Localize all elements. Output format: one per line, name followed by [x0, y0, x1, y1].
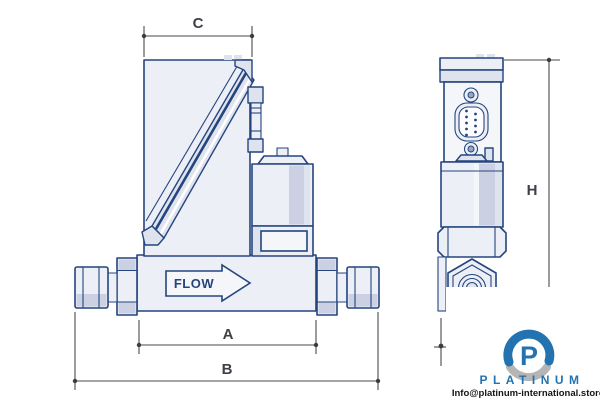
- platinum-logo-icon: P: [503, 329, 555, 382]
- housing-diagonal-cover: [141, 59, 255, 246]
- logo-letter: P: [520, 341, 538, 371]
- inlet-fitting: [74, 257, 138, 316]
- solenoid-valve: [251, 147, 314, 257]
- dim-c-label: C: [193, 15, 204, 32]
- aux-extension-line: [434, 318, 448, 366]
- top-cap: [439, 54, 504, 83]
- front-view: FLOW C A B: [72, 15, 381, 390]
- dim-c: C: [141, 15, 255, 57]
- brand-name: PLATINUM: [479, 373, 584, 387]
- main-housing: [141, 55, 264, 257]
- dim-h-label: H: [527, 182, 538, 199]
- connector-pins: [465, 109, 477, 137]
- dim-b-label: B: [222, 361, 233, 378]
- cover-foot-bracket: [141, 225, 165, 246]
- dim-a-label: A: [223, 326, 234, 343]
- electrical-connector-edge: [247, 86, 264, 153]
- outlet-fitting: [316, 257, 380, 316]
- mounting-band: [437, 226, 507, 258]
- d-sub-connector: [443, 81, 502, 163]
- flow-direction-arrow: FLOW: [165, 263, 252, 303]
- dim-a: A: [136, 320, 319, 354]
- dim-h: H: [504, 57, 560, 287]
- contact-email: Info@platinum-international.store: [452, 388, 600, 399]
- cover-top-bracket: [234, 59, 253, 83]
- flow-label: FLOW: [174, 276, 214, 291]
- logo-panel: P PLATINUM Info@platinum-international.s…: [446, 287, 600, 400]
- side-lower-body: [440, 161, 504, 228]
- dim-b: B: [72, 312, 381, 390]
- side-view: H: [434, 54, 560, 366]
